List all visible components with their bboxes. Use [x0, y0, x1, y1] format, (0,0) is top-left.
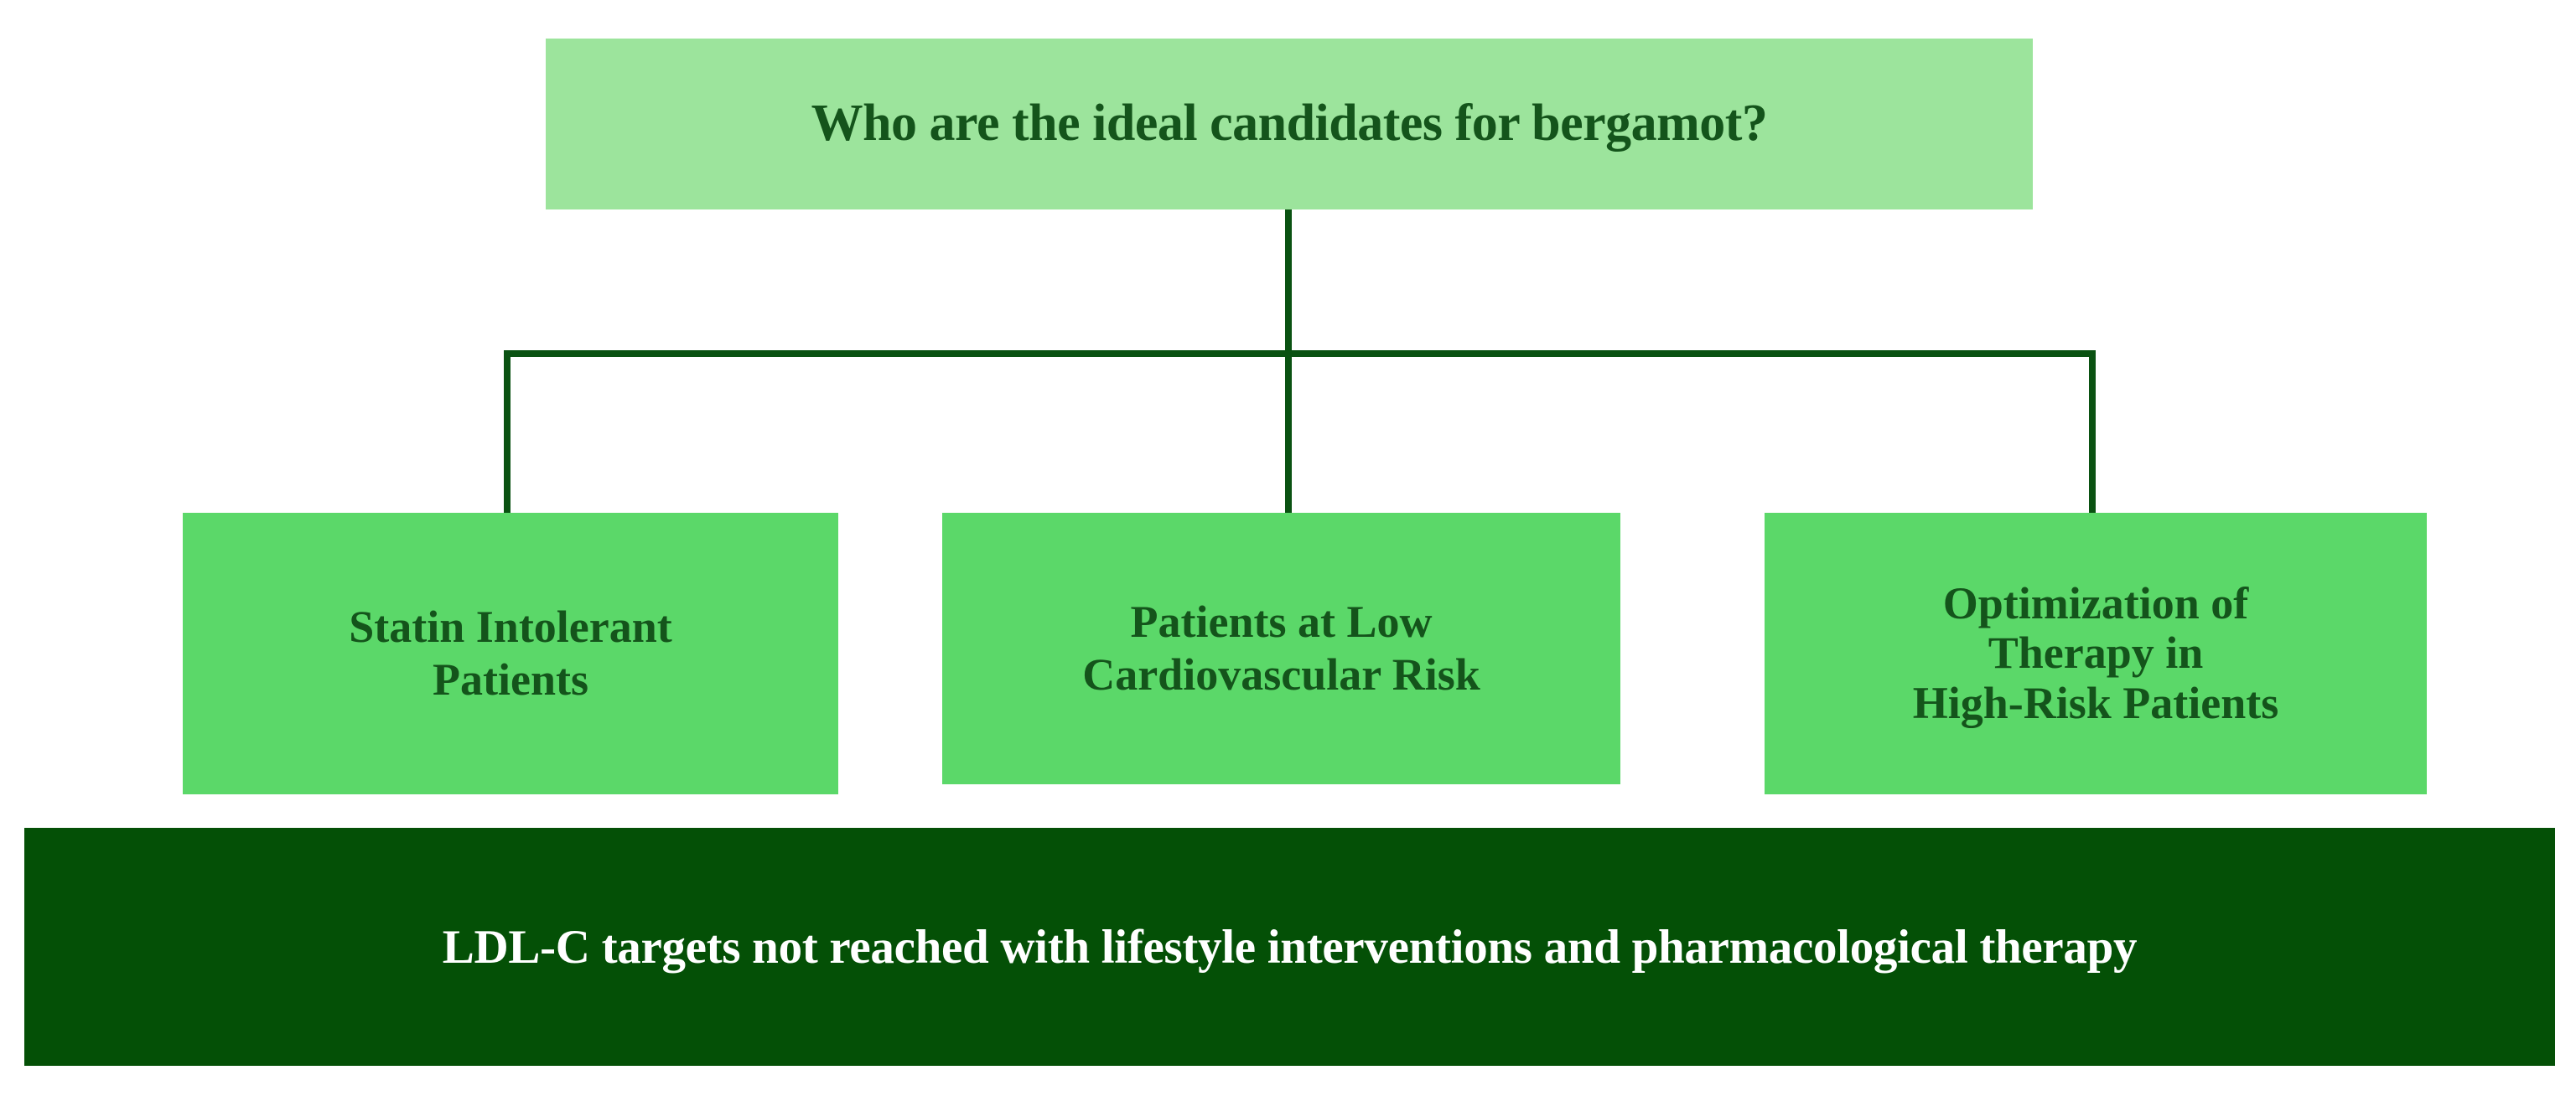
child-node-statin-intolerant: Statin Intolerant Patients [183, 513, 838, 794]
child-node-high-risk-optimization: Optimization of Therapy in High-Risk Pat… [1765, 513, 2427, 794]
root-node-question: Who are the ideal candidates for bergamo… [546, 39, 2033, 209]
root-node-label: Who are the ideal candidates for bergamo… [811, 95, 1768, 152]
footer-banner: LDL-C targets not reached with lifestyle… [24, 828, 2555, 1066]
footer-banner-label: LDL-C targets not reached with lifestyle… [442, 920, 2138, 974]
child-node-2-label: Patients at Low Cardiovascular Risk [1082, 597, 1480, 700]
child-node-low-cardiovascular-risk: Patients at Low Cardiovascular Risk [942, 513, 1620, 784]
child-node-3-label: Optimization of Therapy in High-Risk Pat… [1912, 577, 2279, 728]
child-node-1-label: Statin Intolerant Patients [349, 602, 672, 705]
